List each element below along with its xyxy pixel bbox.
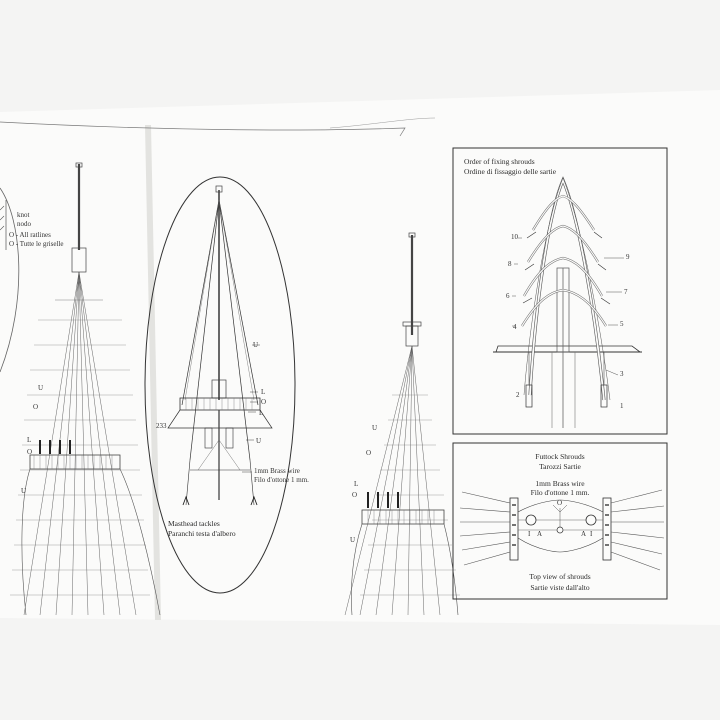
- center-mast-label-u2: U: [350, 536, 356, 544]
- page-fold: [145, 124, 161, 621]
- futtock-title-it: Tarozzi Sartie: [539, 462, 581, 471]
- knot-label-en: knot: [17, 211, 30, 219]
- left-detail-oval: [0, 187, 20, 373]
- top-view-caption-it: Sartie viste dall'alto: [530, 583, 590, 592]
- futtock-letter-i2: I: [590, 530, 593, 538]
- shroud-number-10: 10: [511, 233, 518, 241]
- masthead-label-l2: L: [259, 409, 264, 417]
- left-mast-label-o: O: [33, 403, 39, 411]
- shroud-number-3: 3: [620, 370, 624, 378]
- shroud-number-6: 6: [506, 292, 510, 300]
- futtock-letter-a2: A: [581, 530, 587, 538]
- left-mast-label-u2: U: [21, 487, 27, 495]
- shroud-number-1: 1: [620, 402, 624, 410]
- hull-line-2: [329, 117, 436, 129]
- masthead-detail: [144, 176, 296, 594]
- masthead-label-o: O: [261, 398, 267, 406]
- futtock-panel: [452, 442, 668, 600]
- shroud-number-5: 5: [620, 320, 624, 328]
- center-mast-label-o2: O: [352, 491, 358, 499]
- center-mast-label-u: U: [372, 424, 378, 432]
- knot-label-it: nodo: [17, 220, 31, 228]
- shroud-number-4: 4: [513, 323, 517, 331]
- masthead-label-l: L: [261, 388, 266, 396]
- futtock-title-en: Futtock Shrouds: [535, 452, 585, 461]
- shroud-number-8: 8: [508, 260, 512, 268]
- fixing-order-panel: [452, 147, 668, 435]
- masthead-caption-it: Paranchi testa d'albero: [168, 529, 236, 538]
- center-mast: [344, 232, 460, 616]
- center-mast-label-o: O: [366, 449, 372, 457]
- ratlines-label-it: O - Tutte le griselle: [9, 240, 64, 248]
- top-view-caption-en: Top view of shrouds: [529, 572, 591, 581]
- fixing-order-title-en: Order of fixing shrouds: [464, 157, 535, 166]
- left-mast-label-o2: O: [27, 448, 33, 456]
- left-mast-label-l: L: [27, 436, 32, 444]
- paper-sheet: [0, 90, 720, 625]
- masthead-label-u2: U: [256, 437, 262, 445]
- shroud-number-7: 7: [624, 288, 628, 296]
- center-mast-label-l: L: [354, 480, 359, 488]
- hull-line: [0, 121, 406, 137]
- futtock-letter-i: I: [528, 530, 531, 538]
- left-detail-ticks: [0, 205, 5, 231]
- futtock-wire-label-it: Filo d'ottone 1 mm.: [530, 488, 590, 497]
- ratlines-label-en: O - All ratlines: [9, 231, 51, 239]
- masthead-caption-en: Masthead tackles: [168, 519, 220, 528]
- futtock-wire-label-en: 1mm Brass wire: [535, 479, 585, 488]
- futtock-letter-a: A: [537, 530, 543, 538]
- part-number-label: 233: [156, 422, 167, 430]
- futtock-letter-o: O: [557, 499, 563, 507]
- shroud-number-2: 2: [516, 391, 520, 399]
- fixing-order-title-it: Ordine di fissaggio delle sartie: [464, 167, 557, 176]
- masthead-label-u: U: [253, 341, 259, 349]
- shroud-number-9: 9: [626, 253, 630, 261]
- masthead-wire-label-it: Filo d'ottone 1 mm.: [254, 476, 309, 484]
- masthead-wire-label-en: 1mm Brass wire: [254, 467, 300, 475]
- left-mast: [10, 162, 161, 616]
- left-mast-label-u: U: [38, 384, 44, 392]
